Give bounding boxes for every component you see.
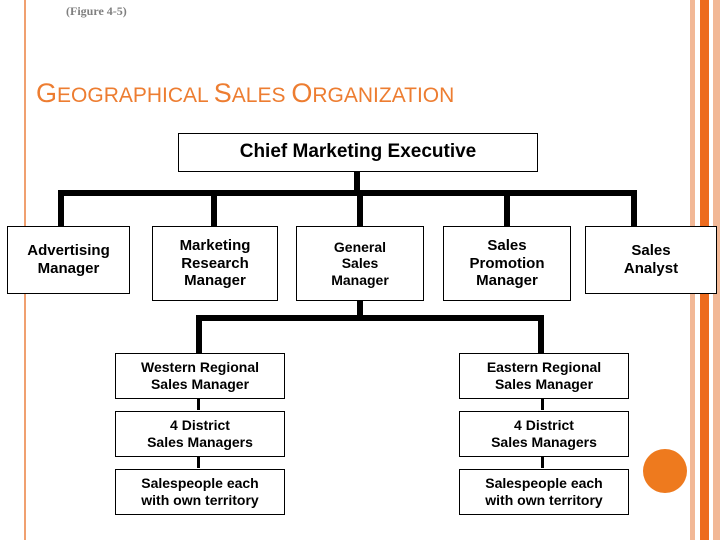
- orange-circle-decoration: [643, 449, 687, 493]
- node-label: Salespeople each with own territory: [485, 475, 603, 508]
- connector-drop-4: [504, 190, 510, 226]
- connector-drop-2: [211, 190, 217, 226]
- connector-drop-3: [357, 190, 363, 226]
- connector-drop-east: [538, 315, 544, 353]
- page-title: GEOGRAPHICAL SALES ORGANIZATION: [36, 78, 454, 109]
- connector-gsm-vertical: [357, 301, 363, 319]
- node-label: General Sales Manager: [331, 238, 389, 288]
- node-label: 4 District Sales Managers: [147, 417, 253, 450]
- connector-west-1-2: [197, 399, 200, 410]
- connector-drop-5: [631, 190, 637, 226]
- connector-east-2-3: [541, 457, 544, 468]
- connector-east-1-2: [541, 399, 544, 410]
- connector-level3-bus: [196, 315, 544, 321]
- node-west-district-sales-managers[interactable]: 4 District Sales Managers: [115, 411, 285, 457]
- node-east-salespeople[interactable]: Salespeople each with own territory: [459, 469, 629, 515]
- node-western-regional-sales-manager[interactable]: Western Regional Sales Manager: [115, 353, 285, 399]
- title-seg-3: ALES: [231, 84, 292, 107]
- node-label: Eastern Regional Sales Manager: [486, 359, 602, 392]
- title-seg-1: EOGRAPHICAL: [57, 84, 214, 107]
- figure-label: (Figure 4-5): [66, 4, 127, 18]
- connector-level2-bus: [58, 190, 637, 196]
- title-seg-4: O: [291, 78, 313, 108]
- node-west-salespeople[interactable]: Salespeople each with own territory: [115, 469, 285, 515]
- connector-top-vertical: [354, 172, 360, 196]
- connector-drop-west: [196, 315, 202, 353]
- title-seg-2: S: [213, 78, 232, 108]
- node-label: 4 District Sales Managers: [491, 417, 597, 450]
- node-label: Salespeople each with own territory: [141, 475, 259, 508]
- node-advertising-manager[interactable]: Advertising Manager: [7, 226, 130, 294]
- node-eastern-regional-sales-manager[interactable]: Eastern Regional Sales Manager: [459, 353, 629, 399]
- title-seg-5: RGANIZATION: [312, 84, 455, 107]
- node-east-district-sales-managers[interactable]: 4 District Sales Managers: [459, 411, 629, 457]
- node-label: Marketing Research Manager: [179, 236, 251, 290]
- title-seg-0: G: [36, 78, 58, 108]
- node-label: Western Regional Sales Manager: [141, 359, 259, 392]
- node-label: Advertising Manager: [27, 242, 110, 277]
- connector-drop-1: [58, 190, 64, 226]
- node-sales-analyst[interactable]: Sales Analyst: [585, 226, 717, 294]
- node-sales-promotion-manager[interactable]: Sales Promotion Manager: [443, 226, 571, 301]
- node-label: Sales Promotion Manager: [469, 236, 545, 290]
- node-marketing-research-manager[interactable]: Marketing Research Manager: [152, 226, 278, 301]
- connector-west-2-3: [197, 457, 200, 468]
- node-label: Chief Marketing Executive: [239, 141, 477, 163]
- node-chief-marketing-executive[interactable]: Chief Marketing Executive: [178, 133, 538, 172]
- node-general-sales-manager[interactable]: General Sales Manager: [296, 226, 424, 301]
- node-label: Sales Analyst: [623, 242, 679, 277]
